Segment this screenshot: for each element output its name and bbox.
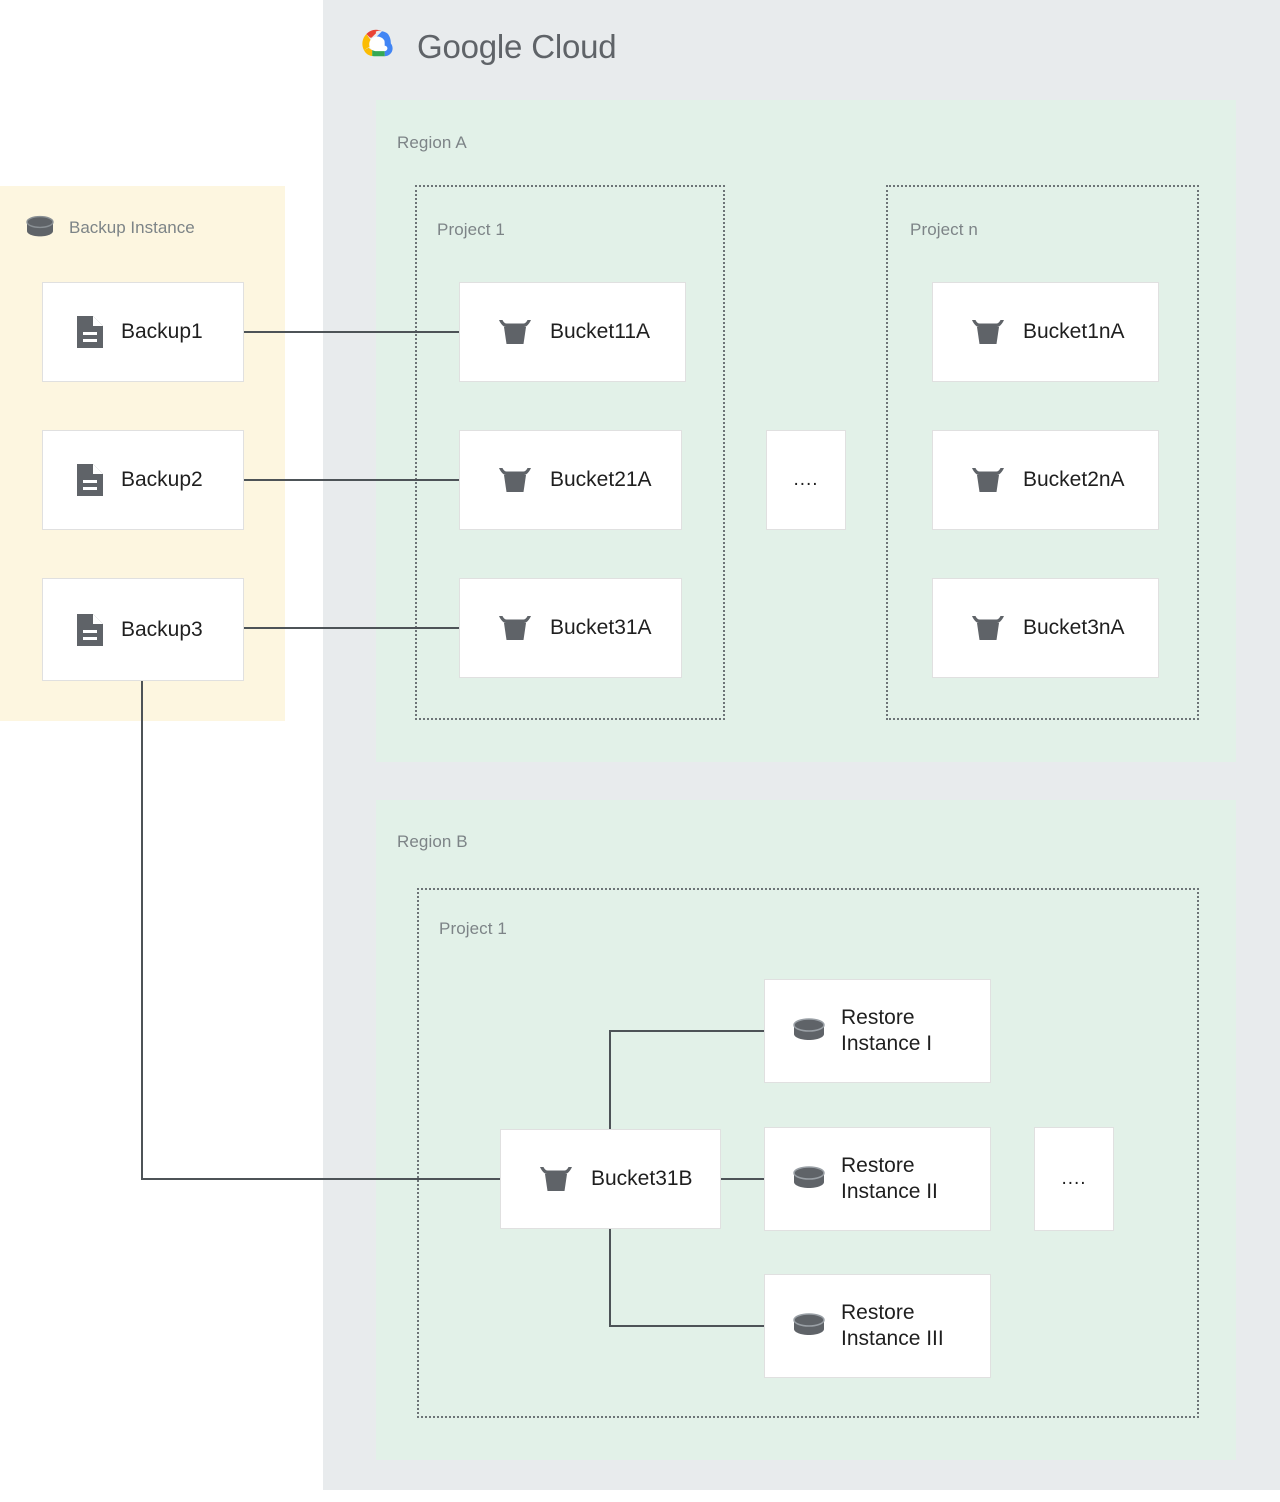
card-bucket2na[interactable]: Bucket2nA: [932, 430, 1159, 530]
card-label-bucket1na: Bucket1nA: [1023, 320, 1125, 344]
google-cloud-cloud-icon: [362, 29, 393, 57]
card-label-backup2: Backup2: [121, 468, 203, 492]
card-label-bucket11a: Bucket11A: [550, 320, 651, 344]
card-bucket21a[interactable]: Bucket21A: [459, 430, 682, 530]
card-bucket31b[interactable]: Bucket31B: [500, 1129, 721, 1229]
document-icon: [75, 462, 105, 498]
card-backup2[interactable]: Backup2: [42, 430, 244, 530]
database-cylinder-icon: [26, 215, 54, 237]
card-restore-instance-2[interactable]: Restore Instance II: [764, 1127, 991, 1231]
region-a-label: Region A: [397, 133, 467, 152]
google-word: Google: [417, 28, 523, 65]
database-cylinder-icon: [791, 1016, 827, 1046]
project-box-region-a-project-n: [886, 185, 1199, 720]
google-cloud-wordmark: Google Cloud: [417, 28, 617, 66]
ellipsis-card-region-b: ....: [1034, 1127, 1114, 1231]
storage-bucket-icon: [537, 1163, 575, 1195]
document-icon: [75, 314, 105, 350]
google-cloud-logo: Google Cloud: [355, 28, 617, 66]
database-cylinder-icon: [791, 1311, 827, 1341]
card-backup3[interactable]: Backup3: [42, 578, 244, 681]
card-label-backup1: Backup1: [121, 320, 203, 344]
storage-bucket-icon: [496, 316, 534, 348]
backup-instance-label: Backup Instance: [69, 218, 195, 237]
card-label-bucket2na: Bucket2nA: [1023, 468, 1125, 492]
card-bucket11a[interactable]: Bucket11A: [459, 282, 686, 382]
card-label-restore-instance-3: Restore Instance III: [841, 1301, 944, 1350]
project-label-region-a-project-n: Project n: [910, 220, 978, 239]
document-icon: [75, 612, 105, 648]
card-restore-instance-3[interactable]: Restore Instance III: [764, 1274, 991, 1378]
storage-bucket-icon: [496, 612, 534, 644]
card-label-bucket31a: Bucket31A: [550, 616, 652, 640]
card-restore-instance-1[interactable]: Restore Instance I: [764, 979, 991, 1083]
backup-instance-header: Backup Instance: [25, 215, 195, 241]
project-box-region-a-project-1: [415, 185, 725, 720]
card-label-bucket3na: Bucket3nA: [1023, 616, 1125, 640]
storage-bucket-icon: [969, 612, 1007, 644]
card-label-bucket21a: Bucket21A: [550, 468, 652, 492]
project-label-region-b-project-1: Project 1: [439, 919, 507, 938]
card-bucket31a[interactable]: Bucket31A: [459, 578, 682, 678]
card-backup1[interactable]: Backup1: [42, 282, 244, 382]
card-label-bucket31b: Bucket31B: [591, 1167, 693, 1191]
cloud-word: Cloud: [531, 28, 617, 65]
card-label-restore-instance-2: Restore Instance II: [841, 1154, 938, 1203]
card-label-backup3: Backup3: [121, 617, 203, 641]
storage-bucket-icon: [969, 316, 1007, 348]
ellipsis-card-region-a: ....: [766, 430, 846, 530]
storage-bucket-icon: [496, 464, 534, 496]
storage-bucket-icon: [969, 464, 1007, 496]
card-bucket3na[interactable]: Bucket3nA: [932, 578, 1159, 678]
project-label-region-a-project-1: Project 1: [437, 220, 505, 239]
card-label-restore-instance-1: Restore Instance I: [841, 1006, 933, 1055]
card-bucket1na[interactable]: Bucket1nA: [932, 282, 1159, 382]
region-b-label: Region B: [397, 832, 468, 851]
database-cylinder-icon: [791, 1164, 827, 1194]
